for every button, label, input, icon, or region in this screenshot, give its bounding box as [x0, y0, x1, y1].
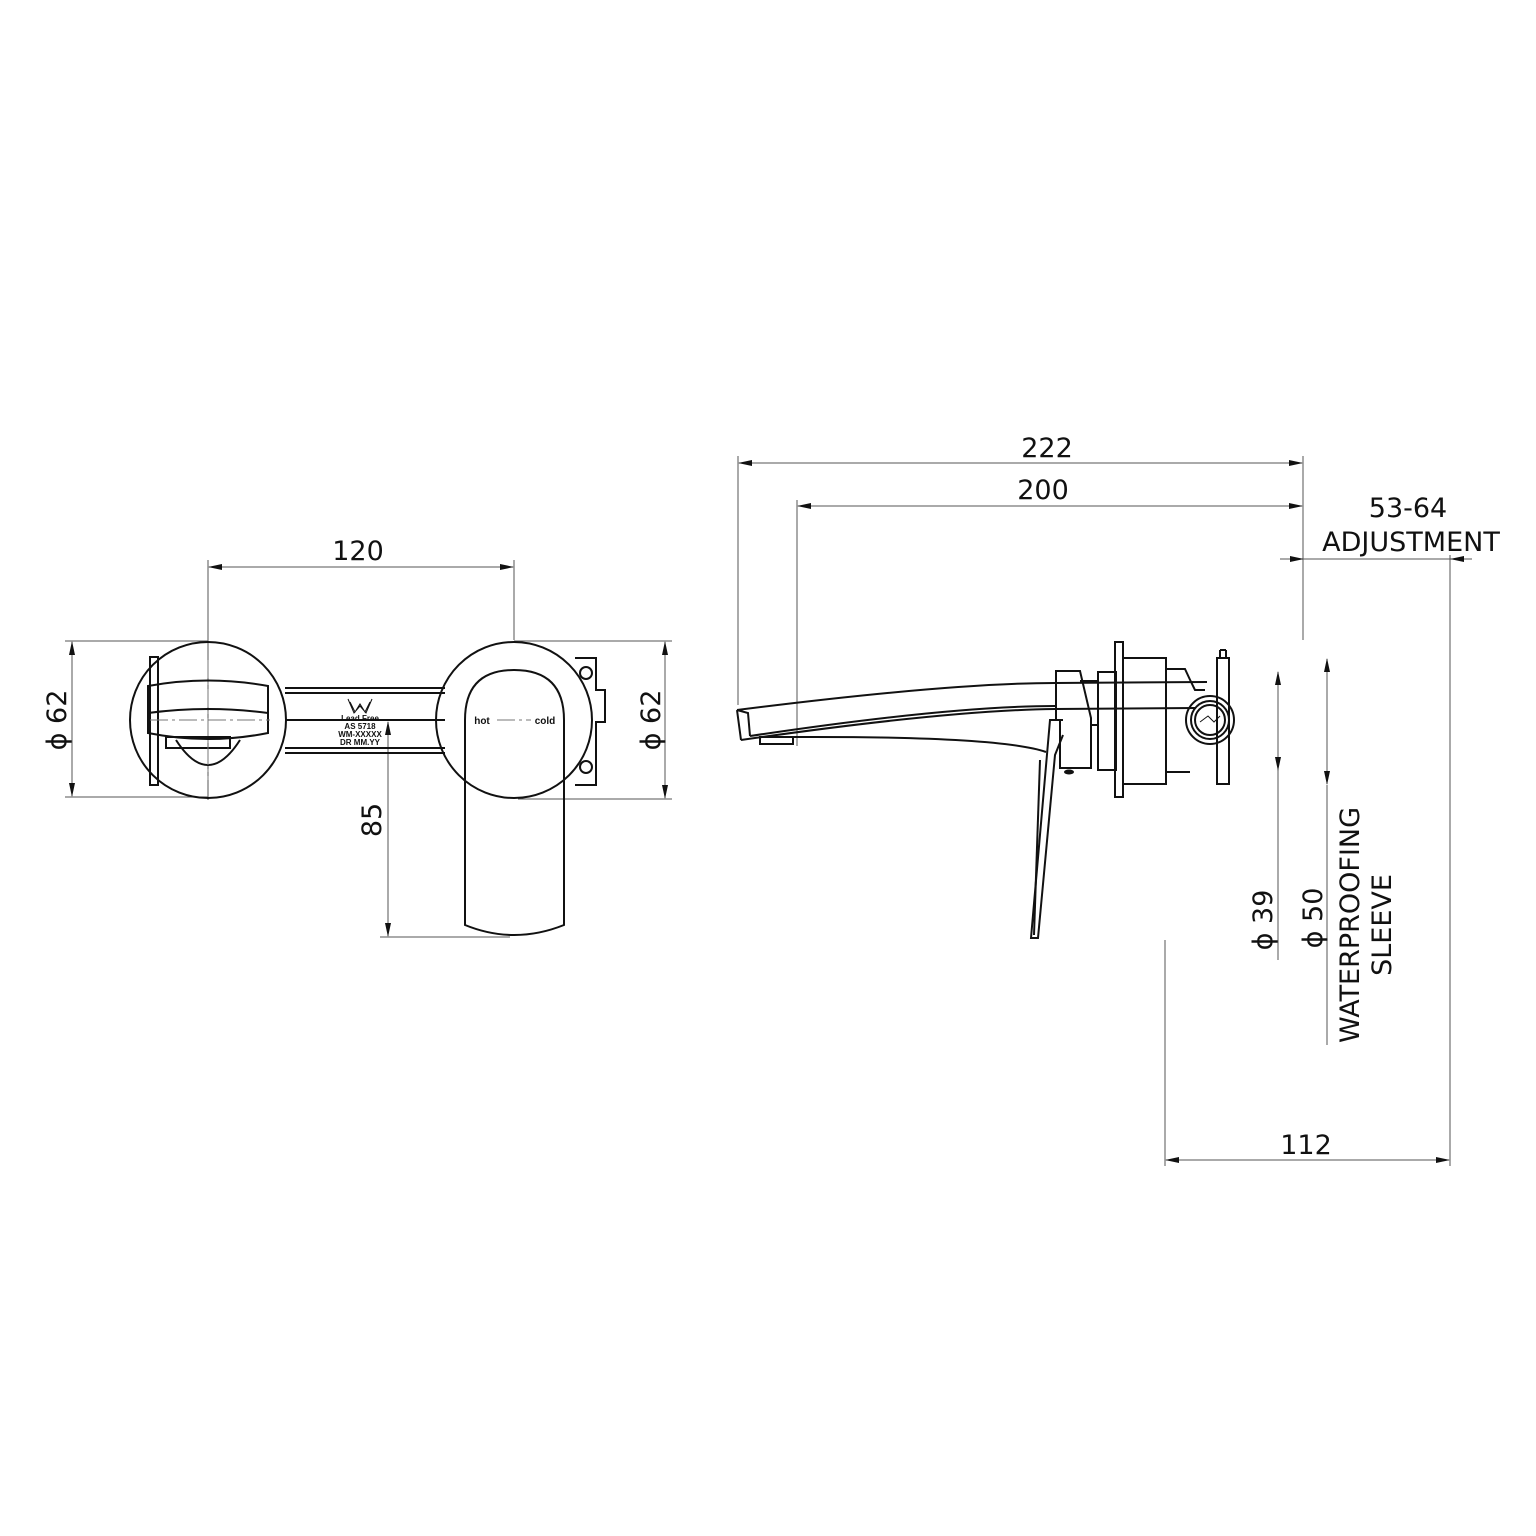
- front-view: 120 ϕ 62 ϕ 62 85 Lead Free AS 5718 WM-XX…: [42, 536, 672, 938]
- marking-line: DR MM.YY: [340, 738, 381, 747]
- hot-label: hot: [474, 716, 490, 727]
- sleeve-label: SLEEVE: [1367, 874, 1398, 976]
- dim-text-50: ϕ 50: [1298, 888, 1329, 949]
- lever-handle: [1029, 719, 1064, 939]
- dim-text-222: 222: [1021, 433, 1073, 464]
- waterproofing-label: WATERPROOFING: [1335, 807, 1366, 1043]
- cold-label: cold: [535, 716, 556, 727]
- dim-text-62-left: ϕ 62: [42, 690, 73, 751]
- dim-text-200: 200: [1017, 475, 1069, 506]
- mixer-handle: [464, 668, 565, 936]
- dim-text-39: ϕ 39: [1248, 890, 1279, 951]
- waterproofing-sleeve: [1122, 657, 1167, 785]
- side-view: 222 200 53-64 ADJUSTMENT 112 ϕ 39 ϕ 50 W…: [736, 433, 1500, 1166]
- marking-line: AS 5718: [344, 722, 376, 731]
- dim-text-120: 120: [332, 536, 384, 567]
- dim-text-112: 112: [1280, 1130, 1332, 1161]
- dim-text-85: 85: [357, 803, 388, 837]
- left-cover-plate: [129, 641, 287, 799]
- spout: [736, 681, 1208, 741]
- dim-text-adjustment-range: 53-64: [1369, 493, 1447, 524]
- marking-line: Lead Free: [341, 714, 379, 723]
- marking-line: WM-XXXXX: [338, 730, 382, 739]
- valve-cartridge: [1185, 695, 1235, 745]
- right-cover-plate: [435, 641, 593, 799]
- watermark-logo: [347, 698, 373, 714]
- dim-text-62-right: ϕ 62: [636, 690, 667, 751]
- dim-text-adjustment: ADJUSTMENT: [1322, 527, 1500, 558]
